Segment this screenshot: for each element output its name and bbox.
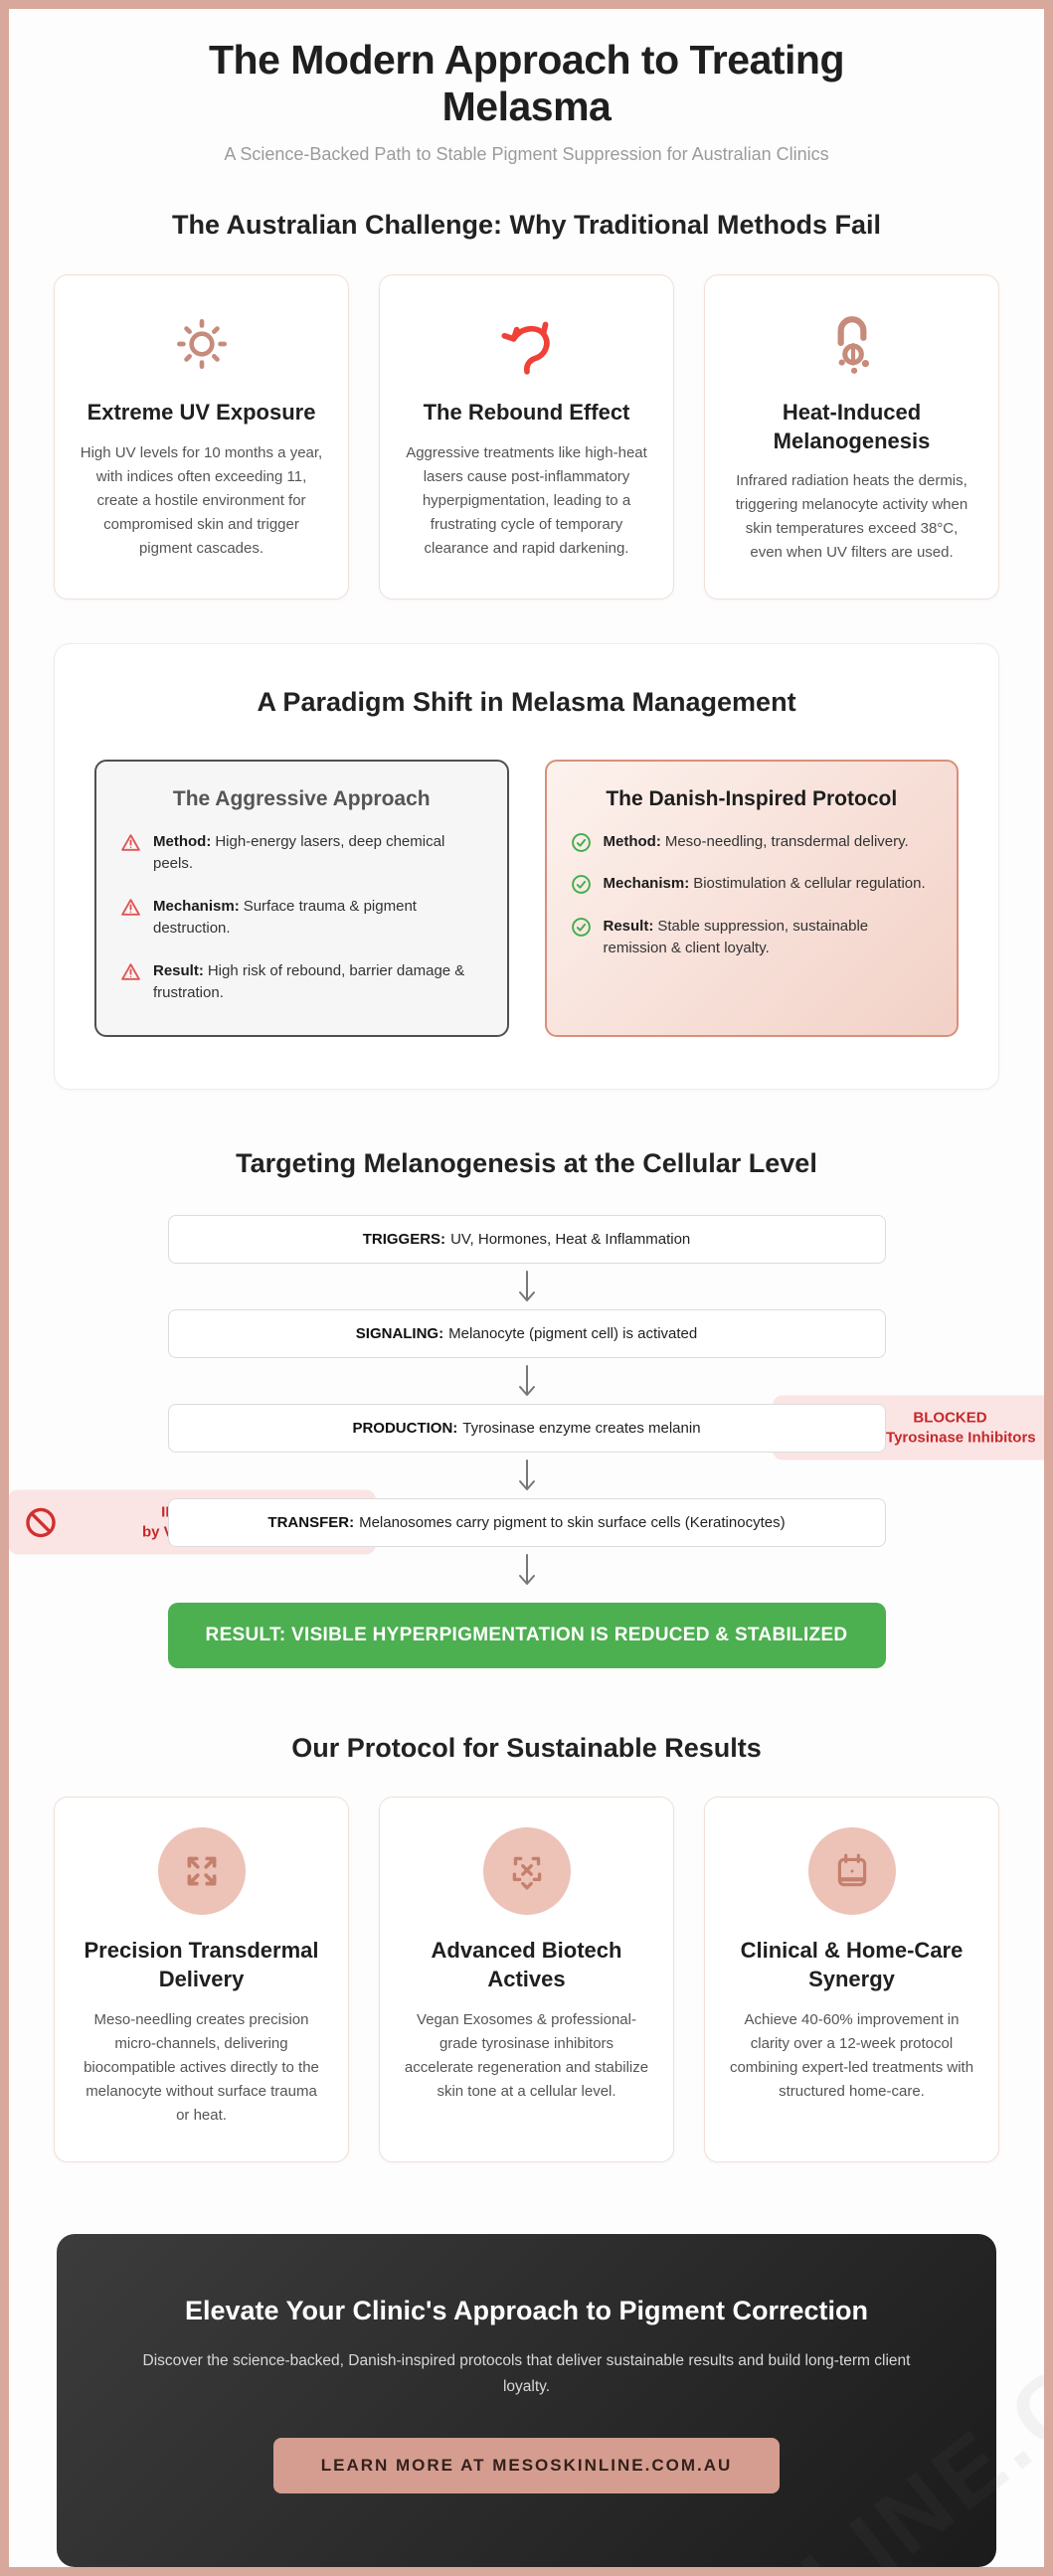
card-heat-melanogenesis: Heat-Induced Melanogenesis Infrared radi… — [704, 274, 999, 600]
flow-row-transfer: TRANSFER: Melanosomes carry pigment to sk… — [168, 1498, 886, 1547]
flow-step-transfer: TRANSFER: Melanosomes carry pigment to sk… — [168, 1498, 886, 1547]
card-body: High UV levels for 10 months a year, wit… — [79, 441, 324, 561]
challenge-heading: The Australian Challenge: Why Traditiona… — [129, 209, 925, 243]
page-title: The Modern Approach to Treating Melasma — [169, 37, 885, 130]
card-title: Precision Transdermal Delivery — [79, 1937, 324, 1993]
footer-body: Discover the science-backed, Danish-insp… — [129, 2348, 925, 2401]
sun-icon — [79, 305, 324, 383]
protocol-heading: Our Protocol for Sustainable Results — [9, 1732, 1044, 1766]
flow-step-production: PRODUCTION: Tyrosinase enzyme creates mel… — [168, 1404, 886, 1453]
warning-triangle-icon — [120, 832, 141, 853]
card-rebound-effect: The Rebound Effect Aggressive treatments… — [379, 274, 674, 600]
section-cellular-flow: Targeting Melanogenesis at the Cellular … — [9, 1147, 1044, 1668]
expand-arrows-icon — [158, 1827, 246, 1915]
step-label: TRANSFER: — [267, 1514, 354, 1531]
item-label: Method: — [604, 833, 661, 850]
step-label: TRIGGERS: — [363, 1231, 445, 1248]
card-title: Heat-Induced Melanogenesis — [729, 399, 974, 455]
item-text: Meso-needling, transdermal delivery. — [665, 833, 909, 850]
flow-step-signaling: SIGNALING: Melanocyte (pigment cell) is a… — [168, 1309, 886, 1358]
item-label: Result: — [153, 962, 204, 979]
aggressive-title: The Aggressive Approach — [120, 787, 483, 811]
step-text: Melanocyte (pigment cell) is activated — [448, 1325, 697, 1342]
item-label: Mechanism: — [604, 875, 690, 892]
heat-icon — [729, 305, 974, 383]
item-label: Method: — [153, 833, 211, 850]
item-label: Mechanism: — [153, 898, 240, 915]
flow-row-production: PRODUCTION: Tyrosinase enzyme creates mel… — [168, 1404, 886, 1453]
step-label: SIGNALING: — [356, 1325, 443, 1342]
step-text: Melanosomes carry pigment to skin surfac… — [359, 1514, 786, 1531]
item-label: Result: — [604, 918, 654, 935]
cellular-heading: Targeting Melanogenesis at the Cellular … — [9, 1147, 1044, 1181]
danish-title: The Danish-Inspired Protocol — [571, 787, 934, 811]
card-body: Infrared radiation heats the dermis, tri… — [729, 469, 974, 565]
list-item: Mechanism:Biostimulation & cellular regu… — [571, 873, 934, 896]
paradigm-columns: The Aggressive Approach Method:High-ener… — [94, 760, 959, 1037]
no-entry-icon — [24, 1505, 58, 1539]
card-title: Advanced Biotech Actives — [404, 1937, 649, 1993]
page-subtitle: A Science-Backed Path to Stable Pigment … — [49, 144, 1004, 165]
scatter-arrows-icon — [483, 1827, 571, 1915]
card-title: The Rebound Effect — [404, 399, 649, 428]
step-text: Tyrosinase enzyme creates melanin — [462, 1420, 700, 1437]
card-title: Clinical & Home-Care Synergy — [729, 1937, 974, 1993]
paradigm-heading: A Paradigm Shift in Melasma Management — [94, 686, 959, 720]
header: The Modern Approach to Treating Melasma … — [9, 9, 1044, 165]
warning-triangle-icon — [120, 897, 141, 918]
list-item: Result:High risk of rebound, barrier dam… — [120, 960, 483, 1005]
item-text: Biostimulation & cellular regulation. — [693, 875, 925, 892]
challenge-card-row: Extreme UV Exposure High UV levels for 1… — [54, 274, 999, 600]
check-circle-icon — [571, 874, 592, 895]
card-body: Aggressive treatments like high-heat las… — [404, 441, 649, 561]
list-item: Method:Meso-needling, transdermal delive… — [571, 831, 934, 854]
rebound-arrow-icon — [404, 305, 649, 383]
list-item: Result:Stable suppression, sustainable r… — [571, 916, 934, 960]
flow-step-triggers: TRIGGERS: UV, Hormones, Heat & Inflammati… — [168, 1215, 886, 1264]
check-circle-icon — [571, 917, 592, 938]
protocol-card-row: Precision Transdermal Delivery Meso-need… — [54, 1797, 999, 2161]
check-circle-icon — [571, 832, 592, 853]
aggressive-approach-box: The Aggressive Approach Method:High-ener… — [94, 760, 509, 1037]
down-arrow-icon — [168, 1264, 886, 1309]
card-clinic-home-synergy: Clinical & Home-Care Synergy Achieve 40-… — [704, 1797, 999, 2161]
card-extreme-uv: Extreme UV Exposure High UV levels for 1… — [54, 274, 349, 600]
section-paradigm-shift: A Paradigm Shift in Melasma Management T… — [54, 643, 999, 1090]
card-biotech-actives: Advanced Biotech Actives Vegan Exosomes … — [379, 1797, 674, 2161]
list-item: Mechanism:Surface trauma & pigment destr… — [120, 896, 483, 941]
step-text: UV, Hormones, Heat & Inflammation — [450, 1231, 690, 1248]
card-title: Extreme UV Exposure — [79, 399, 324, 428]
card-body: Meso-needling creates precision micro-ch… — [79, 2008, 324, 2128]
learn-more-button[interactable]: LEARN MORE AT MESOSKINLINE.COM.AU — [273, 2438, 781, 2493]
melanogenesis-flow: TRIGGERS: UV, Hormones, Heat & Inflammati… — [168, 1215, 886, 1668]
footer-heading: Elevate Your Clinic's Approach to Pigmen… — [126, 2296, 927, 2326]
warning-triangle-icon — [120, 961, 141, 982]
result-banner: RESULT: VISIBLE HYPERPIGMENTATION IS RED… — [168, 1603, 886, 1668]
card-precision-delivery: Precision Transdermal Delivery Meso-need… — [54, 1797, 349, 2161]
footer-cta: Elevate Your Clinic's Approach to Pigmen… — [57, 2234, 996, 2568]
calendar-icon — [808, 1827, 896, 1915]
card-body: Achieve 40-60% improvement in clarity ov… — [729, 2008, 974, 2104]
card-body: Vegan Exosomes & professional-grade tyro… — [404, 2008, 649, 2104]
danish-protocol-box: The Danish-Inspired Protocol Method:Meso… — [545, 760, 960, 1037]
step-label: PRODUCTION: — [352, 1420, 457, 1437]
section-australian-challenge: The Australian Challenge: Why Traditiona… — [9, 209, 1044, 600]
section-protocol: Our Protocol for Sustainable Results Pre… — [9, 1732, 1044, 2162]
list-item: Method:High-energy lasers, deep chemical… — [120, 831, 483, 876]
